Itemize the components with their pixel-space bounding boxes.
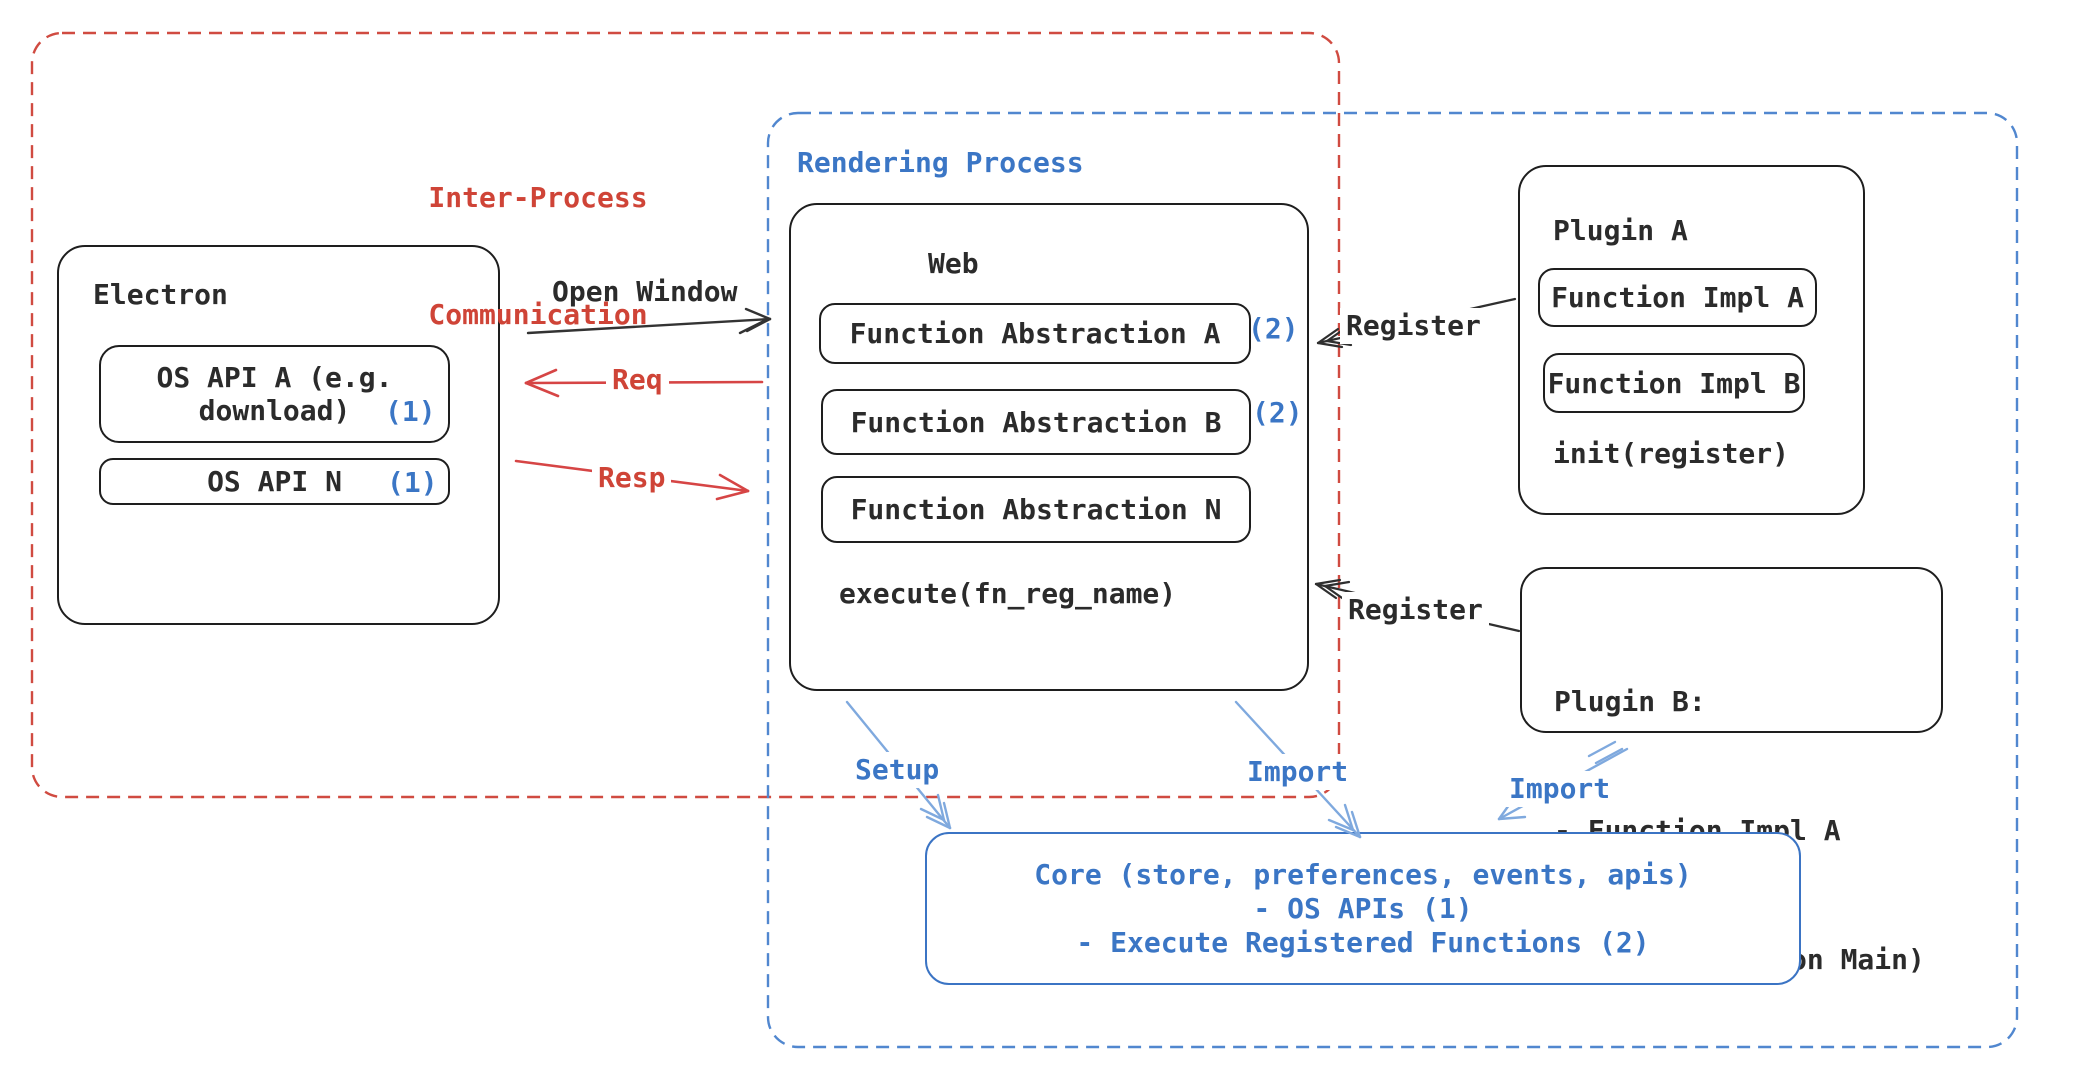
core-text: Core (store, preferences, events, apis) … [927, 834, 1799, 983]
register-top-label: Register [1340, 308, 1487, 344]
os-api-n-badge: (1) [387, 466, 438, 499]
function-abstraction-b-badge: (2) [1252, 396, 1303, 429]
function-impl-a-label: Function Impl A [1551, 281, 1804, 314]
import-plugin-label: Import [1503, 771, 1617, 807]
ipc-label-line1: Inter-Process [428, 181, 648, 214]
electron-label: Electron [93, 278, 228, 311]
os-api-n-label: OS API N [207, 465, 342, 498]
plugin-b-box: Plugin B: - Function Impl A - Module (ru… [1520, 567, 1943, 976]
function-abstraction-n-box: Function Abstraction N [821, 476, 1251, 543]
function-impl-b-box: Function Impl B [1543, 353, 1805, 413]
os-api-a-badge: (1) [385, 395, 436, 428]
plugin-b-line1: Plugin B: [1554, 685, 1706, 718]
register-bottom-label: Register [1342, 592, 1489, 628]
function-impl-a-box: Function Impl A [1538, 268, 1817, 327]
core-line3: - Execute Registered Functions (2) [1076, 925, 1650, 959]
core-line2: - OS APIs (1) [1253, 891, 1473, 925]
core-line1: Core (store, preferences, events, apis) [1034, 857, 1692, 891]
req-label: Req [606, 362, 669, 398]
web-label: Web [928, 247, 979, 280]
function-abstraction-b-box: Function Abstraction B [821, 389, 1251, 455]
execute-label: execute(fn_reg_name) [839, 577, 1177, 610]
function-abstraction-n-label: Function Abstraction N [850, 493, 1222, 526]
setup-label: Setup [849, 752, 946, 788]
function-impl-b-label: Function Impl B [1547, 366, 1801, 400]
os-api-a-line2: download) [198, 394, 351, 427]
import-web-label: Import [1241, 754, 1355, 790]
plugin-a-label: Plugin A [1553, 214, 1688, 247]
open-window-label: Open Window [552, 275, 738, 308]
function-abstraction-a-label: Function Abstraction A [849, 317, 1221, 350]
resp-label: Resp [592, 460, 672, 496]
core-box: Core (store, preferences, events, apis) … [925, 832, 1801, 985]
init-register-label: init(register) [1553, 437, 1790, 470]
os-api-a-line1: OS API A (e.g. [156, 361, 393, 394]
function-abstraction-b-label: Function Abstraction B [850, 405, 1222, 439]
rendering-process-label: Rendering Process [797, 146, 1084, 179]
plugin-b-text: Plugin B: - Function Impl A - Module (ru… [1554, 594, 1925, 1066]
function-abstraction-a-box: Function Abstraction A [819, 303, 1251, 364]
function-abstraction-a-badge: (2) [1248, 312, 1299, 345]
